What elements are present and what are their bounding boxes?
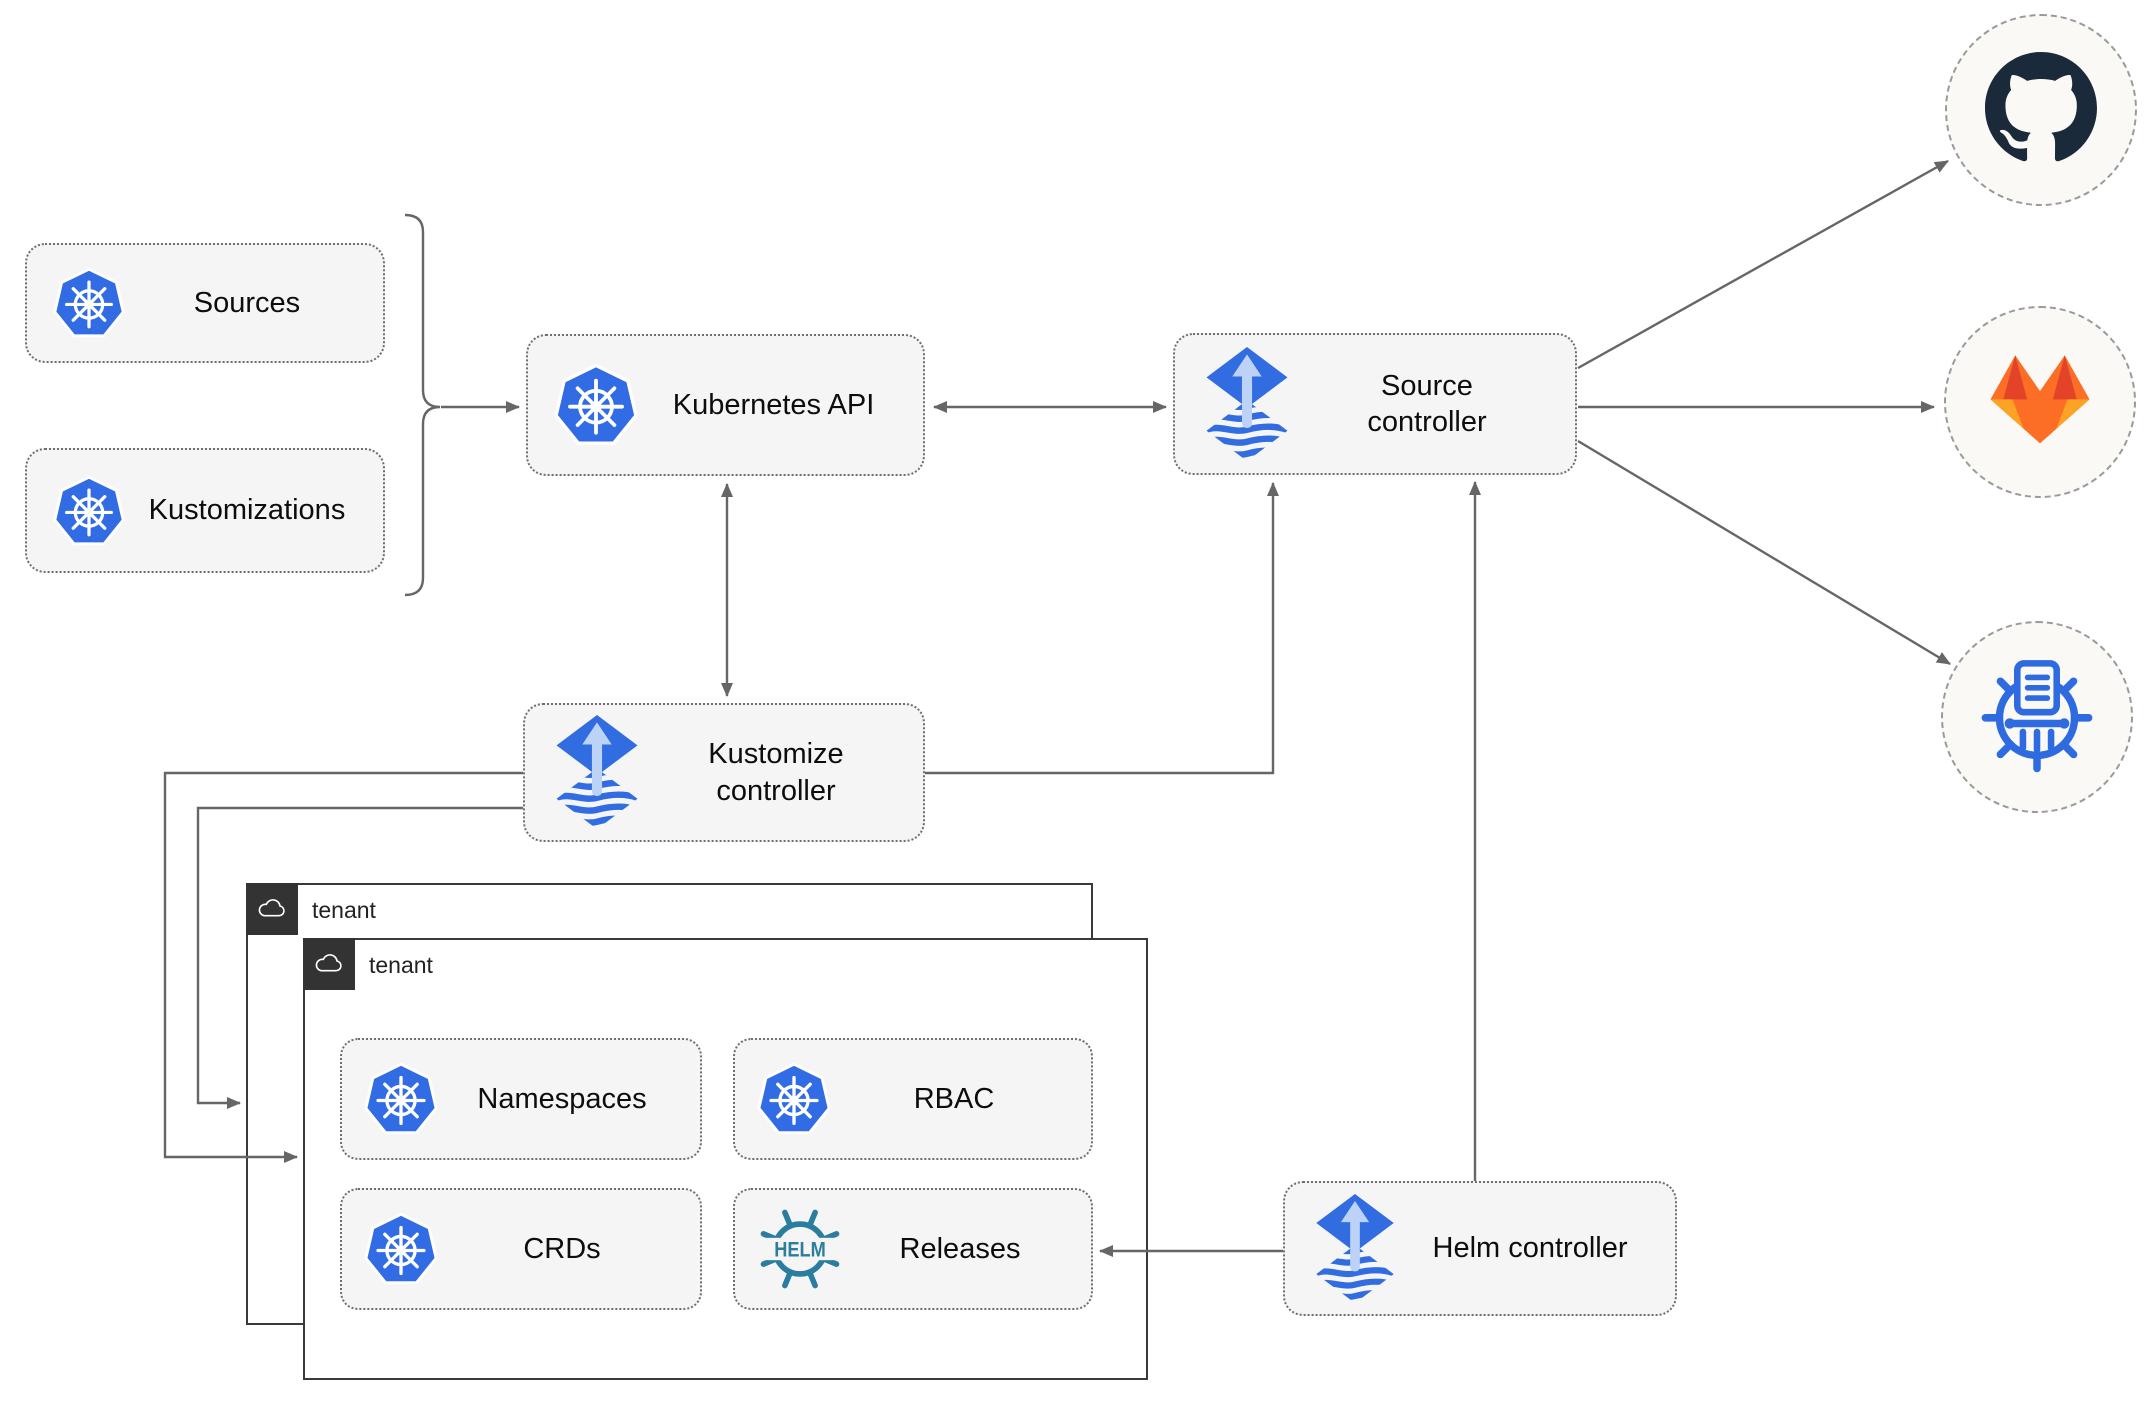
- github-icon: [1985, 51, 2097, 169]
- helm-chart-repository: [1941, 621, 2133, 813]
- chartmuseum-icon: [1976, 654, 2098, 781]
- node-kustomize-controller: Kustomize controller: [523, 703, 925, 842]
- cloud-icon: [303, 938, 355, 990]
- gitlab-repository: [1944, 306, 2136, 498]
- kubernetes-icon: [364, 1062, 438, 1136]
- helm-wordmark: HELM: [774, 1238, 826, 1262]
- node-label: Releases: [899, 1232, 1021, 1265]
- node-label: Kustomize controller: [708, 738, 844, 807]
- arrow-source-controller-to-github: [1577, 159, 1949, 370]
- flux-icon: [1311, 1193, 1399, 1303]
- kubernetes-icon: [53, 267, 125, 339]
- node-label: Kustomizations: [148, 494, 346, 527]
- node-label: Namespaces: [477, 1082, 647, 1115]
- node-source-controller: Source controller: [1173, 333, 1577, 475]
- brace-sources-kustomizations: [404, 213, 441, 597]
- gitlab-icon: [1985, 348, 2095, 456]
- node-namespaces: Namespaces: [340, 1038, 702, 1160]
- flux-icon: [1201, 346, 1293, 461]
- github-repository: [1945, 14, 2137, 206]
- node-sources: Sources: [25, 243, 385, 363]
- arrow-source-controller-to-helm-repository: [1577, 439, 1951, 666]
- node-label: Kubernetes API: [672, 388, 875, 421]
- arrow-kustomize-controller-to-source-controller: [925, 482, 1279, 775]
- node-kubernetes-api: Kubernetes API: [526, 334, 925, 476]
- node-releases: HELM Releases: [733, 1188, 1093, 1310]
- cloud-icon: [246, 883, 298, 935]
- tenant-label: tenant: [312, 897, 376, 923]
- helm-icon: HELM: [757, 1206, 843, 1292]
- kubernetes-icon: [364, 1212, 438, 1286]
- kubernetes-icon: [554, 363, 638, 447]
- node-label: Sources: [193, 286, 301, 319]
- node-helm-controller: Helm controller: [1283, 1181, 1677, 1316]
- node-label: Source controller: [1367, 369, 1487, 438]
- node-label: CRDs: [523, 1232, 601, 1265]
- node-rbac: RBAC: [733, 1038, 1093, 1160]
- flux-icon: [551, 715, 643, 829]
- node-kustomizations: Kustomizations: [25, 448, 385, 573]
- node-crds: CRDs: [340, 1188, 702, 1310]
- tenant-label: tenant: [369, 952, 433, 978]
- node-label: RBAC: [913, 1082, 995, 1115]
- kubernetes-icon: [757, 1062, 831, 1136]
- kubernetes-icon: [53, 475, 125, 547]
- node-label: Helm controller: [1432, 1232, 1628, 1265]
